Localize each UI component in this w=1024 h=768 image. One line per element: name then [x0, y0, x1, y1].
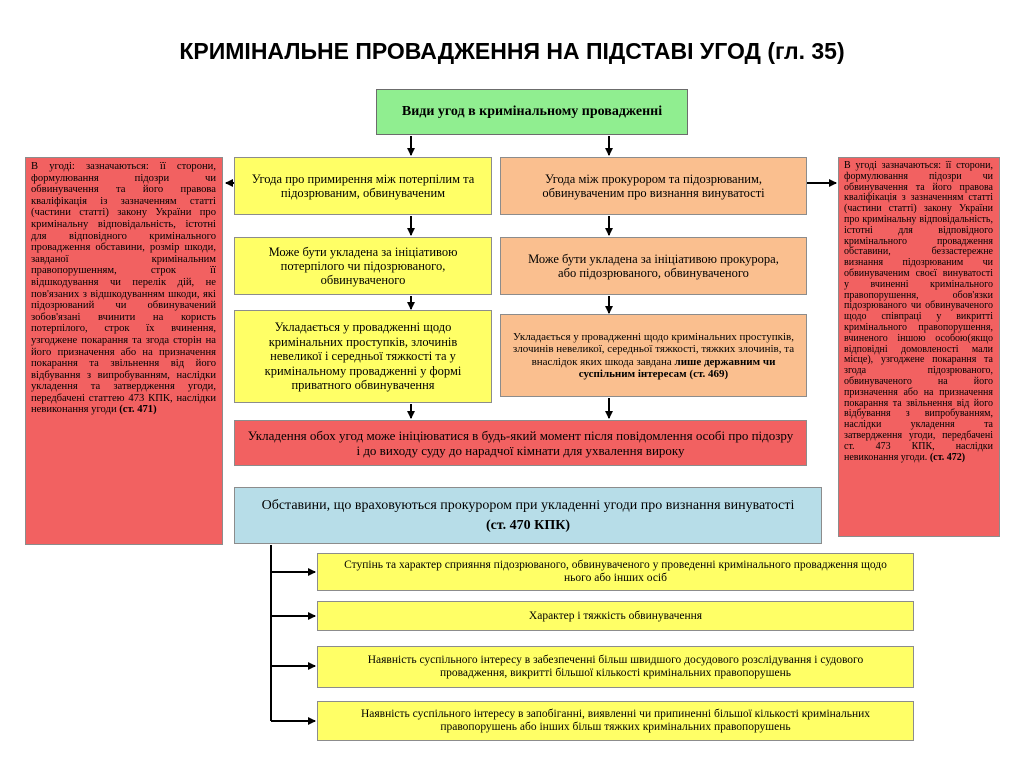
circumstance-item-1: Ступінь та характер сприяння підозрювано… — [317, 553, 914, 591]
guilty-plea-agreement-box: Угода між прокурором та підозрюваним, об… — [500, 157, 807, 215]
circumstance-item-label: Наявність суспільного інтересу в запобіг… — [360, 708, 871, 733]
circumstance-item-2: Характер і тяжкість обвинувачення — [317, 601, 914, 631]
circumstances-label: Обставини, що враховуються прокурором пр… — [251, 496, 805, 536]
circumstance-item-4: Наявність суспільного інтересу в запобіг… — [317, 701, 914, 741]
timing-box: Укладення обох угод може ініціюватися в … — [234, 420, 807, 466]
circumstance-item-label: Ступінь та характер сприяння підозрювано… — [344, 559, 887, 584]
guilty-plea-agreement-label: Угода між прокурором та підозрюваним, об… — [542, 172, 765, 200]
reconciliation-content-ref: (ст. 471) — [119, 404, 157, 416]
circumstances-box: Обставини, що враховуються прокурором пр… — [234, 487, 822, 544]
agreement-types-label: Види угод в кримінальному провадженні — [401, 104, 663, 119]
reconciliation-scope-label: Укладається у провадженні щодо криміналь… — [264, 320, 462, 393]
guilty-plea-content-text: В угоді зазначаються: її сторони, формул… — [844, 160, 993, 463]
timing-label: Укладення обох угод може ініціюватися в … — [247, 427, 794, 459]
guilty-plea-scope-box: Укладається у провадженні щодо криміналь… — [500, 314, 807, 397]
guilty-plea-scope-emphasis: лише державним чи суспільним інтересам (… — [578, 355, 776, 381]
agreement-types-box: Види угод в кримінальному провадженні — [376, 89, 688, 135]
guilty-plea-initiative-label: Може бути укладена за ініціативою прокур… — [528, 252, 779, 280]
reconciliation-agreement-label: Угода про примирення між потерпілим та п… — [251, 172, 475, 200]
reconciliation-scope-box: Укладається у провадженні щодо криміналь… — [234, 310, 492, 403]
circumstance-item-label: Наявність суспільного інтересу в забезпе… — [367, 654, 864, 679]
reconciliation-initiative-label: Може бути укладена за ініціативою потерп… — [268, 245, 458, 287]
circumstances-ref: (ст. 470 КПК) — [485, 517, 571, 533]
circumstance-item-3: Наявність суспільного інтересу в забезпе… — [317, 646, 914, 688]
circumstances-text: Обставини, що враховуються прокурором пр… — [261, 497, 795, 513]
guilty-plea-content-note: В угоді зазначаються: її сторони, формул… — [838, 157, 1000, 537]
reconciliation-initiative-box: Може бути укладена за ініціативою потерп… — [234, 237, 492, 295]
reconciliation-content-text: В угоді: зазначаються: її сторони, форму… — [31, 161, 216, 416]
guilty-plea-scope-text: Укладається у провадженні щодо криміналь… — [512, 330, 795, 368]
reconciliation-content-note: В угоді: зазначаються: її сторони, форму… — [25, 157, 223, 545]
guilty-plea-scope-label: Укладається у провадженні щодо криміналь… — [509, 331, 798, 381]
guilty-plea-initiative-box: Може бути укладена за ініціативою прокур… — [500, 237, 807, 295]
guilty-plea-content-ref: (ст. 472) — [929, 451, 966, 463]
page-title: КРИМІНАЛЬНЕ ПРОВАДЖЕННЯ НА ПІДСТАВІ УГОД… — [179, 38, 845, 64]
circumstance-item-label: Характер і тяжкість обвинувачення — [528, 609, 703, 622]
reconciliation-agreement-box: Угода про примирення між потерпілим та п… — [234, 157, 492, 215]
